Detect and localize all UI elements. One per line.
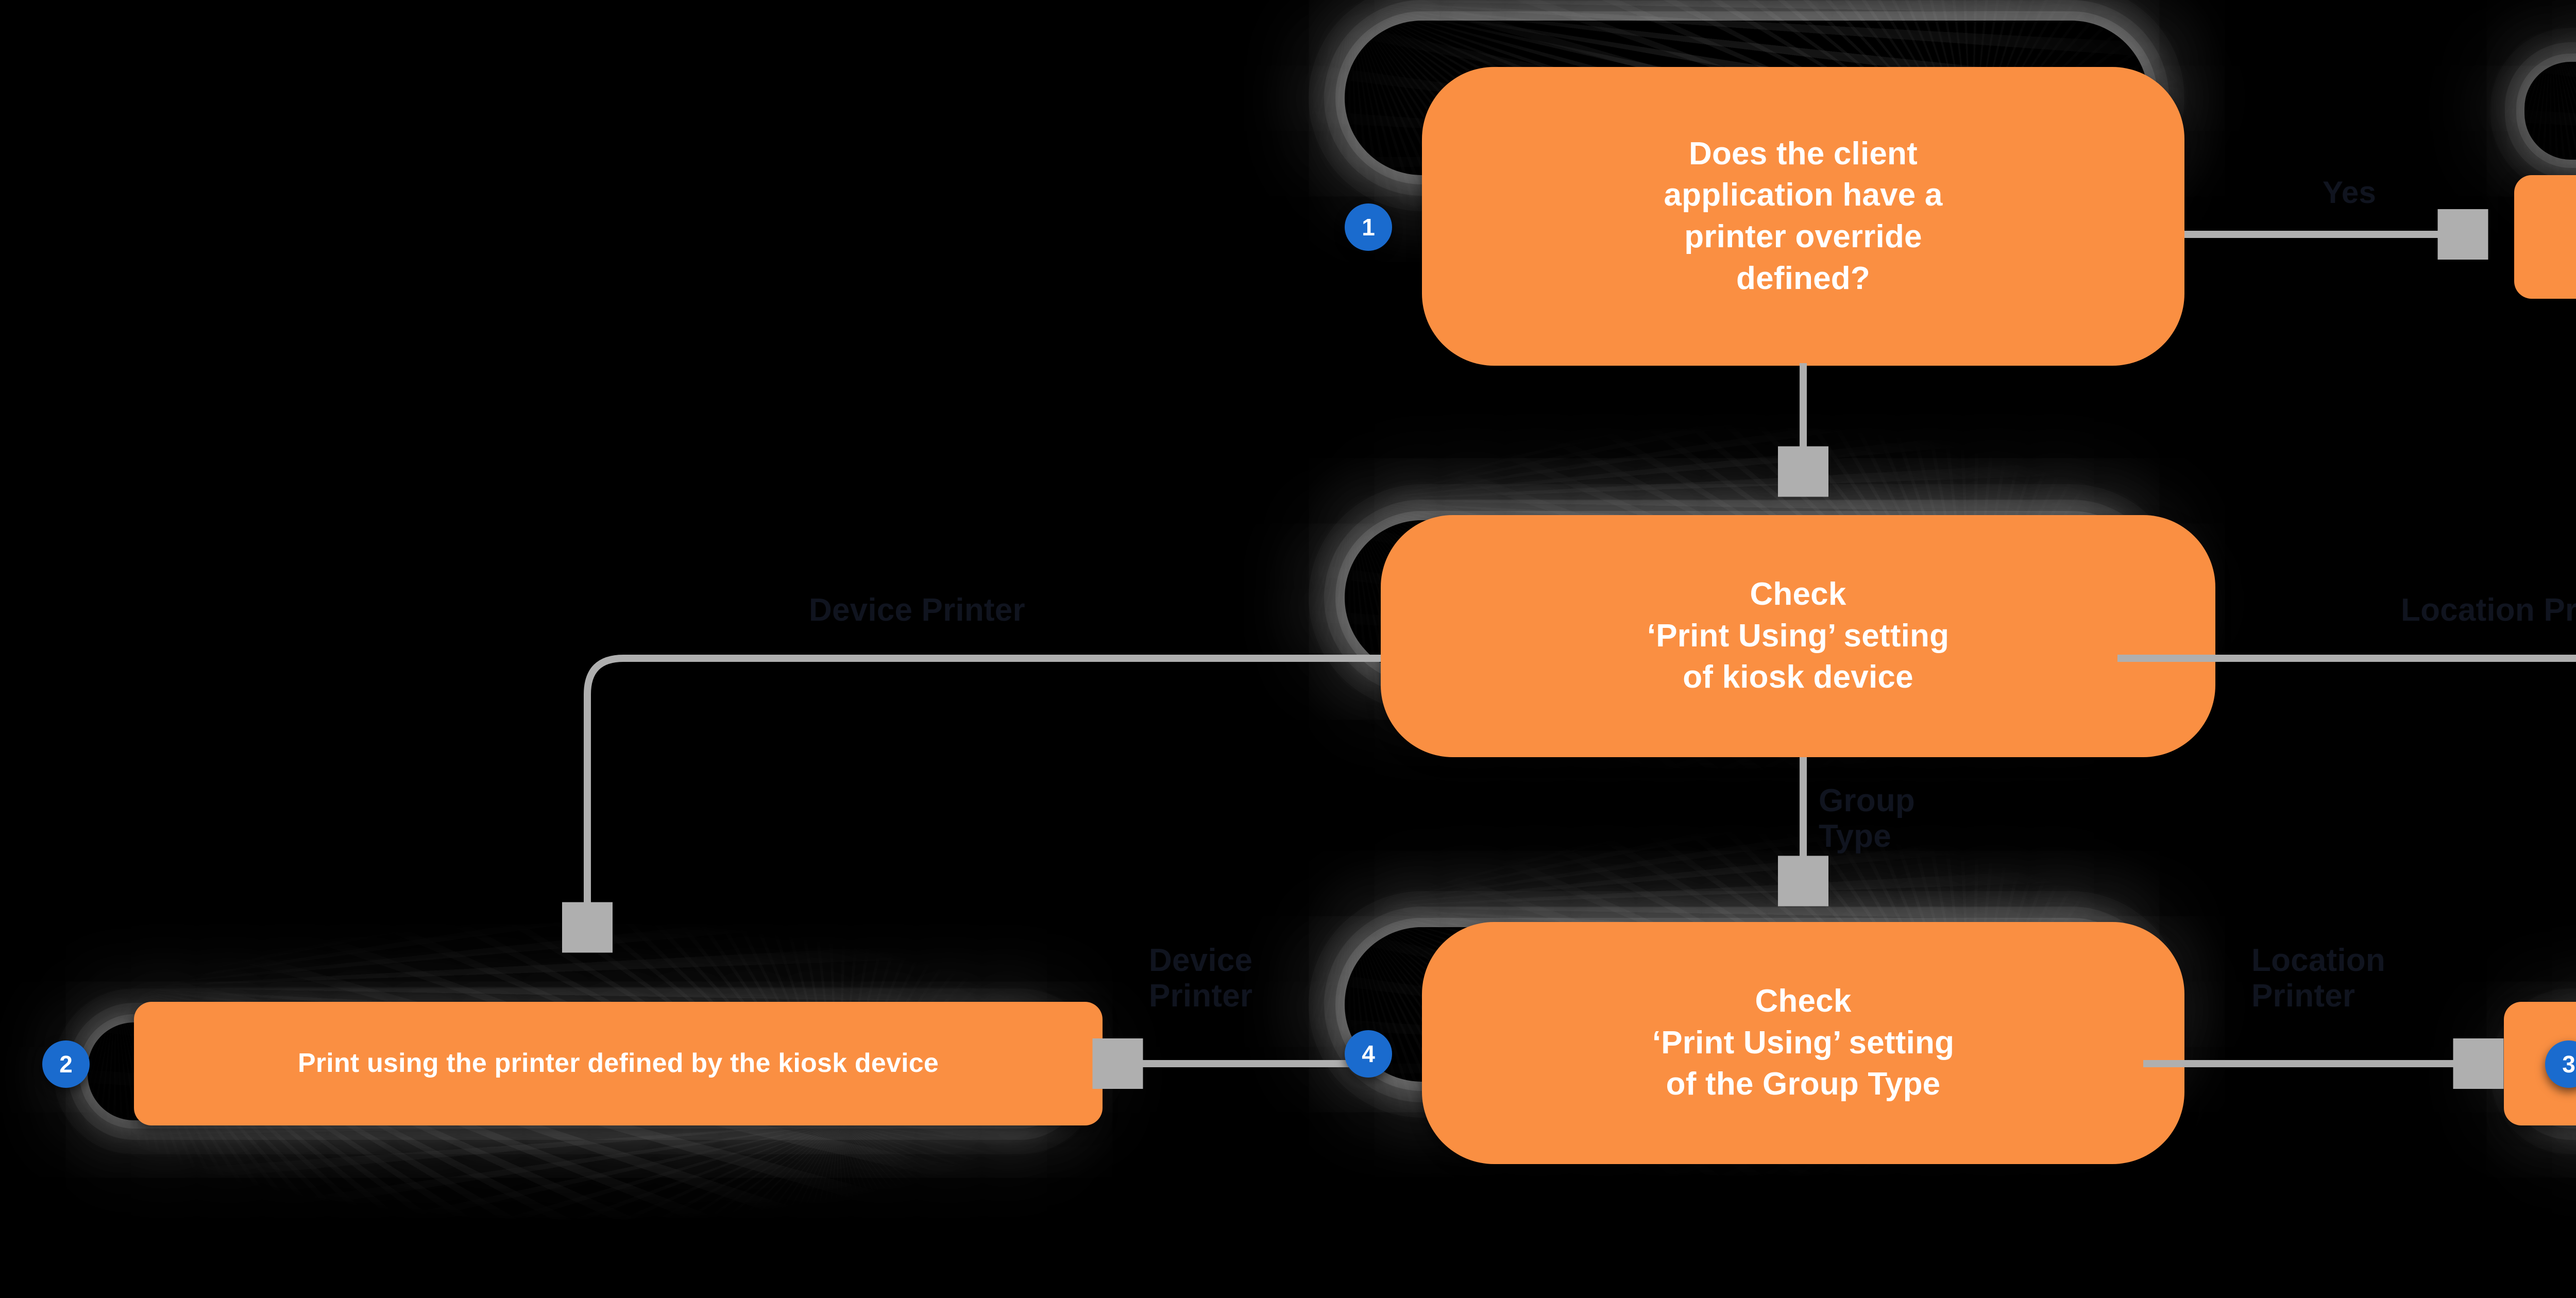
- step-badge-2: 2: [42, 1040, 90, 1088]
- node-print-override-device[interactable]: Print using override device: [2514, 175, 2576, 299]
- node-check-kiosk-device[interactable]: Check ‘Print Using’ setting of kiosk dev…: [1381, 515, 2215, 757]
- step-badge-1: 1: [1345, 203, 1392, 251]
- node-decision-override[interactable]: Does the client application have a print…: [1422, 67, 2184, 366]
- node-label: Check ‘Print Using’ setting of the Group…: [1652, 983, 1955, 1102]
- edge-kiosk-device-printer: [587, 655, 1381, 943]
- node-check-group-type[interactable]: Check ‘Print Using’ setting of the Group…: [1422, 922, 2184, 1164]
- node-label: Check ‘Print Using’ setting of kiosk dev…: [1647, 576, 1950, 695]
- edge-label-location-printer-bottom: Location Printer: [2251, 943, 2385, 1014]
- node-label: Print using the printer defined by the k…: [297, 1048, 939, 1079]
- edge-label-group-type: Group Type: [1819, 783, 1915, 855]
- edge-kiosk-location-printer: [2117, 655, 2576, 662]
- edge-label-location-printer-top: Location Printer: [2401, 592, 2576, 628]
- edge-label-device-printer-top: Device Printer: [809, 592, 1025, 628]
- node-label: Does the client application have a print…: [1664, 135, 1943, 296]
- node-print-kiosk-device-printer[interactable]: Print using the printer defined by the k…: [134, 1002, 1103, 1125]
- step-badge-4: 4: [1345, 1030, 1392, 1078]
- edge-label-device-printer-bottom: Device Printer: [1149, 943, 1253, 1014]
- edge-label-yes: Yes: [2323, 175, 2377, 210]
